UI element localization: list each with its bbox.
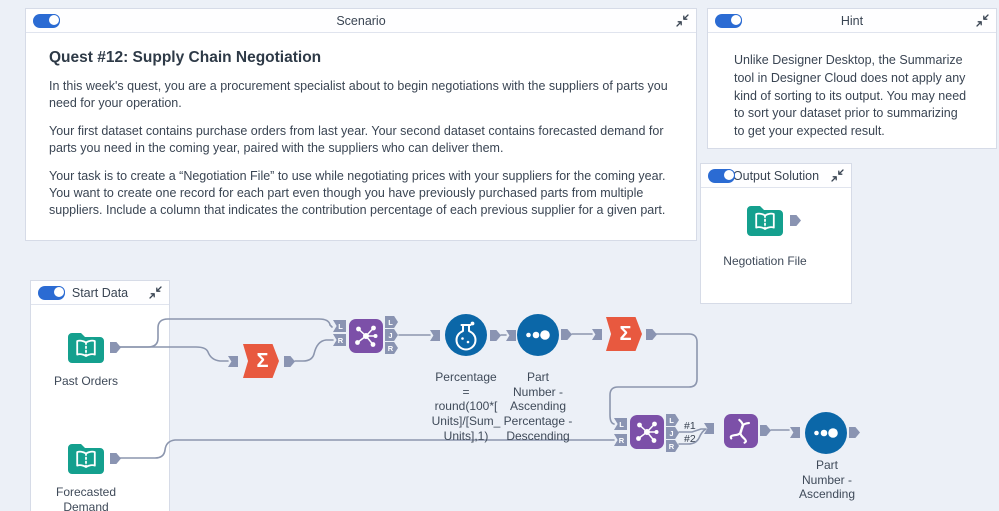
collapse-icon — [975, 14, 989, 27]
start-data-collapse-button[interactable] — [148, 286, 162, 300]
union-input-anchor[interactable] — [704, 423, 714, 434]
hint-text: Unlike Designer Desktop, the Summarize t… — [734, 53, 967, 138]
negotiation-file-dataset-node[interactable] — [743, 198, 787, 242]
collapse-icon — [830, 169, 844, 182]
hint-panel-body: Unlike Designer Desktop, the Summarize t… — [708, 52, 996, 141]
summarize-tool-1[interactable]: Σ — [243, 344, 279, 378]
sort-2-label: Part Number - Ascending — [798, 458, 856, 502]
scenario-panel-title: Scenario — [336, 13, 386, 28]
scenario-paragraph: Your first dataset contains purchase ord… — [49, 124, 664, 155]
formula-tool[interactable] — [445, 314, 487, 356]
union-output-anchor[interactable] — [760, 425, 771, 436]
union-braid-icon — [729, 418, 750, 444]
summarize-sigma-icon: Σ — [619, 323, 632, 345]
connection-label-2: #2 — [684, 433, 696, 445]
formula-flask-icon — [455, 321, 477, 351]
join-2-output-anchor-R[interactable]: R — [666, 440, 679, 452]
scenario-paragraph: In this week's quest, you are a procurem… — [49, 79, 668, 110]
scenario-panel-body: Quest #12: Supply Chain Negotiation In t… — [26, 49, 696, 219]
dataset-book-icon — [68, 333, 104, 363]
join-1-output-anchor-R[interactable]: R — [385, 342, 398, 354]
scenario-paragraph: Your task is to create a “Negotiation Fi… — [49, 169, 666, 217]
collapse-icon — [148, 286, 162, 299]
scenario-collapse-button[interactable] — [675, 14, 689, 28]
past-orders-dataset-node[interactable] — [64, 325, 108, 369]
quest-heading: Quest #12: Supply Chain Negotiation — [49, 49, 322, 66]
connection-label-1: #1 — [684, 420, 696, 432]
forecasted-demand-label: Forecasted Demand — [55, 485, 117, 511]
union-tool[interactable] — [724, 414, 758, 448]
formula-output-anchor[interactable] — [490, 330, 501, 341]
sort-dots-icon — [526, 330, 550, 340]
sort-2-input-anchor[interactable] — [790, 427, 800, 438]
output-solution-toggle[interactable] — [708, 168, 735, 183]
start-data-toggle[interactable] — [38, 285, 65, 300]
join-1-input-anchor-R[interactable]: R — [333, 334, 346, 346]
summarize-2-output-anchor[interactable] — [646, 329, 657, 340]
anchor-letter: R — [337, 335, 344, 345]
scenario-panel: Scenario Quest #12: Supply Chain Negotia… — [25, 8, 697, 241]
anchor-letter: L — [619, 419, 624, 429]
anchor-letter: L — [338, 321, 343, 331]
anchor-letter: R — [387, 343, 394, 353]
summarize-tool-2[interactable]: Σ — [606, 317, 642, 351]
anchor-letter: J — [388, 330, 393, 340]
summarize-1-output-anchor[interactable] — [284, 356, 295, 367]
join-icon — [636, 421, 659, 443]
sort-tool-2[interactable] — [805, 412, 847, 454]
sort-tool-1[interactable] — [517, 314, 559, 356]
hint-toggle[interactable] — [715, 13, 742, 28]
join-1-output-anchor-L[interactable]: L — [385, 316, 398, 328]
join-icon — [355, 325, 378, 347]
past-orders-output-anchor[interactable] — [110, 342, 121, 353]
sort-1-output-anchor[interactable] — [561, 329, 572, 340]
scenario-panel-header: Scenario — [26, 9, 696, 33]
past-orders-label: Past Orders — [53, 374, 119, 388]
negotiation-file-output-anchor[interactable] — [790, 215, 801, 226]
sort-2-output-anchor[interactable] — [849, 427, 860, 438]
forecasted-demand-dataset-node[interactable] — [64, 436, 108, 480]
sort-dots-icon — [814, 428, 838, 438]
hint-panel-title: Hint — [840, 13, 864, 28]
sort-1-label: Part Number - Ascending Percentage - Des… — [503, 370, 573, 443]
output-solution-collapse-button[interactable] — [830, 169, 844, 183]
summarize-2-input-anchor[interactable] — [592, 329, 602, 340]
join-tool-2[interactable] — [630, 415, 664, 449]
anchor-letter: J — [669, 428, 674, 438]
join-1-output-anchor-J[interactable]: J — [385, 329, 398, 341]
hint-panel: Hint Unlike Designer Desktop, the Summar… — [707, 8, 997, 149]
anchor-letter: R — [668, 441, 675, 451]
anchor-letter: L — [388, 317, 393, 327]
hint-collapse-button[interactable] — [975, 14, 989, 28]
wire-summarize1-to-join1-R — [294, 339, 334, 362]
join-tool-1[interactable] — [349, 319, 383, 353]
join-2-output-anchor-J[interactable]: J — [666, 427, 679, 439]
formula-label: Percentage = round(100*[ Units]/[Sum_ Un… — [431, 370, 501, 443]
summarize-1-input-anchor[interactable] — [228, 356, 238, 367]
forecasted-demand-output-anchor[interactable] — [110, 453, 121, 464]
anchor-letter: R — [618, 435, 625, 445]
summarize-sigma-icon: Σ — [256, 350, 269, 372]
start-data-panel-header: Start Data — [31, 281, 169, 305]
join-2-input-anchor-L[interactable]: L — [614, 418, 627, 430]
collapse-icon — [675, 14, 689, 27]
formula-input-anchor[interactable] — [430, 330, 440, 341]
hint-panel-header: Hint — [708, 9, 996, 33]
scenario-toggle[interactable] — [33, 13, 60, 28]
dataset-book-icon — [68, 444, 104, 474]
anchor-letter: L — [669, 415, 674, 425]
negotiation-file-label: Negotiation File — [723, 254, 807, 268]
join-1-input-anchor-L[interactable]: L — [333, 320, 346, 332]
dataset-book-icon — [747, 206, 783, 236]
join-2-input-anchor-R[interactable]: R — [614, 434, 627, 446]
join-2-output-anchor-L[interactable]: L — [666, 414, 679, 426]
sort-1-input-anchor[interactable] — [506, 330, 516, 341]
output-solution-panel-header: Output Solution — [701, 164, 851, 188]
